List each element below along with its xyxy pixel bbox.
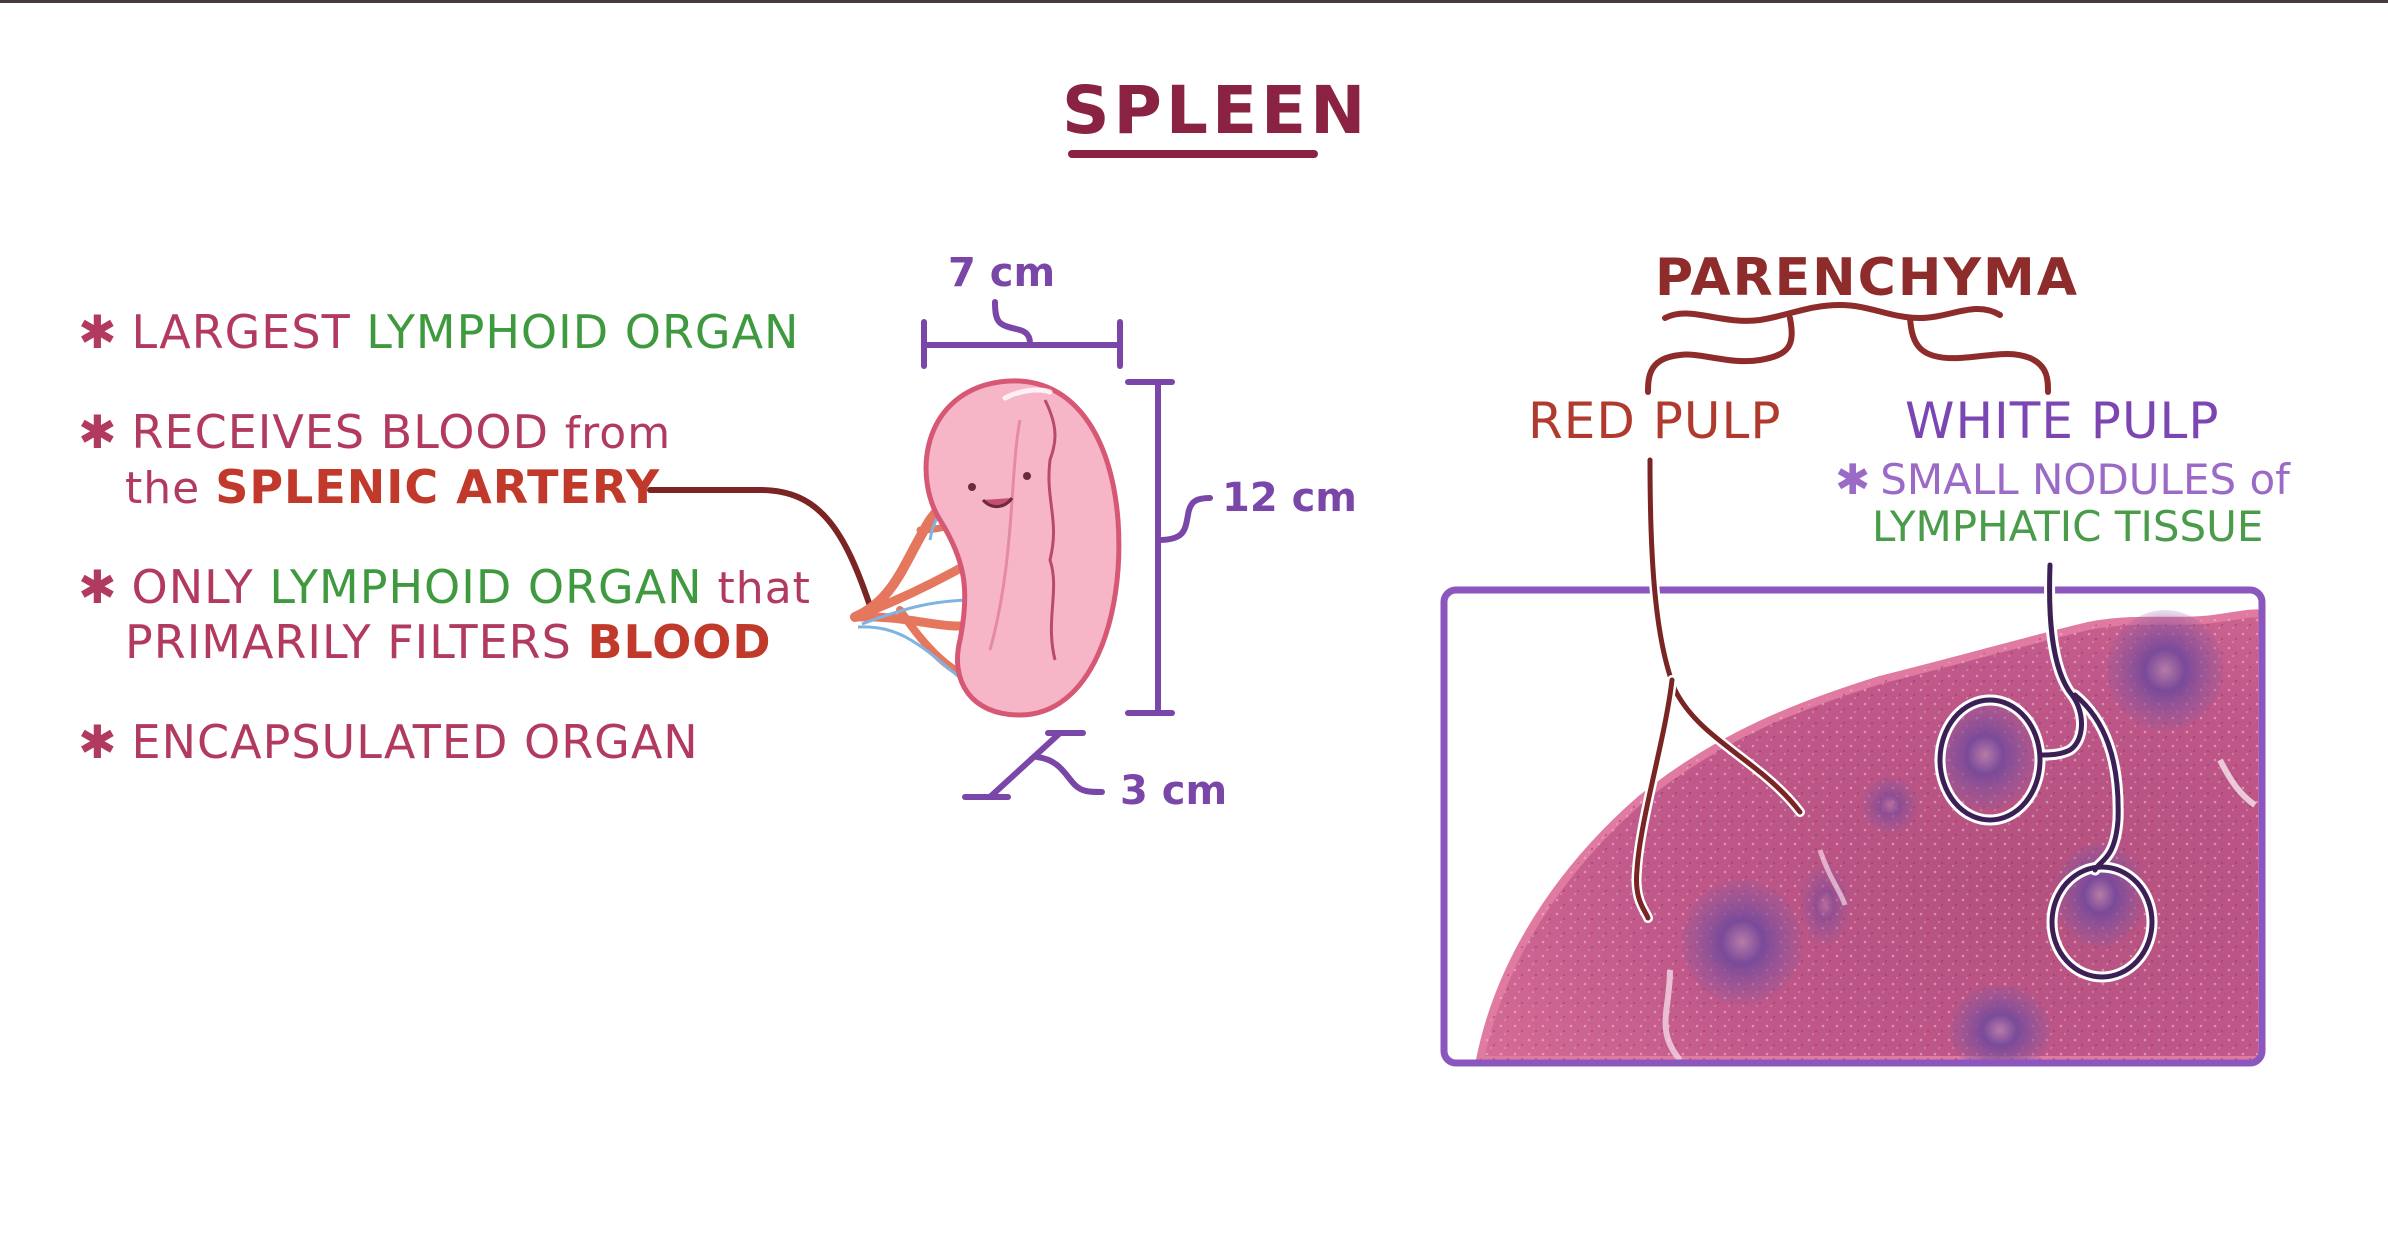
bullet-only-lymphoid: ✱ONLY LYMPHOID ORGAN that (78, 560, 811, 614)
bullet-text: RECEIVES BLOOD (131, 405, 565, 459)
spleen-eye-left (968, 483, 976, 491)
thickness-dimension-bar (962, 730, 1105, 800)
white-pulp-nodule (1933, 700, 2037, 810)
bullet-largest-lymphoid: ✱LARGEST LYMPHOID ORGAN (78, 305, 799, 359)
asterisk-icon: ✱ (78, 405, 118, 459)
note-text: SMALL NODULES of (1880, 455, 2290, 504)
parenchyma-label: PARENCHYMA (1655, 248, 2079, 308)
width-dimension-bar (921, 299, 1123, 369)
spleen-eye-right (1023, 472, 1031, 480)
page-title: SPLEEN (1062, 72, 1370, 149)
length-label: 12 cm (1222, 475, 1357, 521)
bullet-encapsulated: ✱ENCAPSULATED ORGAN (78, 715, 699, 769)
asterisk-icon: ✱ (78, 305, 118, 359)
red-pulp-pointer (1631, 455, 1805, 923)
bullet-text: PRIMARILY FILTERS (125, 615, 588, 669)
top-border (0, 0, 2388, 3)
bullet-highlight: LYMPHOID ORGAN (269, 560, 703, 614)
white-pulp-pointer (1934, 559, 2158, 983)
asterisk-icon: ✱ (1835, 455, 1871, 504)
asterisk-icon: ✱ (78, 715, 118, 769)
artery-pointer-line (647, 487, 875, 615)
bullet-text-lower: from (564, 408, 672, 459)
bullet-only-lymphoid-line2: PRIMARILY FILTERS BLOOD (125, 615, 772, 669)
thickness-label: 3 cm (1120, 768, 1228, 814)
white-pulp-nodule (2107, 610, 2223, 730)
bullet-highlight: LYMPHOID ORGAN (366, 305, 800, 359)
length-dimension-bar (1125, 379, 1213, 716)
width-label: 7 cm (948, 250, 1056, 296)
white-pulp-note-line2: LYMPHATIC TISSUE (1872, 502, 2264, 551)
white-pulp-note-line1: ✱SMALL NODULES of (1835, 455, 2290, 504)
bullet-text: ONLY (131, 560, 270, 614)
red-pulp-label: RED PULP (1528, 392, 1782, 450)
bullet-receives-blood: ✱RECEIVES BLOOD from (78, 405, 671, 459)
blood-highlight: BLOOD (587, 615, 772, 669)
bullet-text: LARGEST (131, 305, 367, 359)
asterisk-icon: ✱ (78, 560, 118, 614)
bullet-text-lower: the (125, 463, 216, 514)
spleen-illustration (923, 378, 1122, 718)
spleen-smile (981, 497, 1014, 508)
bullet-receives-blood-line2: the SPLENIC ARTERY (125, 460, 660, 514)
white-pulp-label: WHITE PULP (1905, 392, 2220, 450)
white-pulp-nodule (1682, 880, 1802, 1004)
histology-frame (1440, 586, 2266, 1067)
parenchyma-brace (1645, 301, 2051, 395)
bullet-text: ENCAPSULATED ORGAN (131, 715, 699, 769)
histology-image (1440, 586, 2266, 1067)
title-underline (1068, 150, 1318, 158)
white-pulp-nodule (1950, 985, 2050, 1060)
splenic-artery-label: SPLENIC ARTERY (215, 460, 661, 514)
bullet-text-lower: that (702, 563, 811, 614)
